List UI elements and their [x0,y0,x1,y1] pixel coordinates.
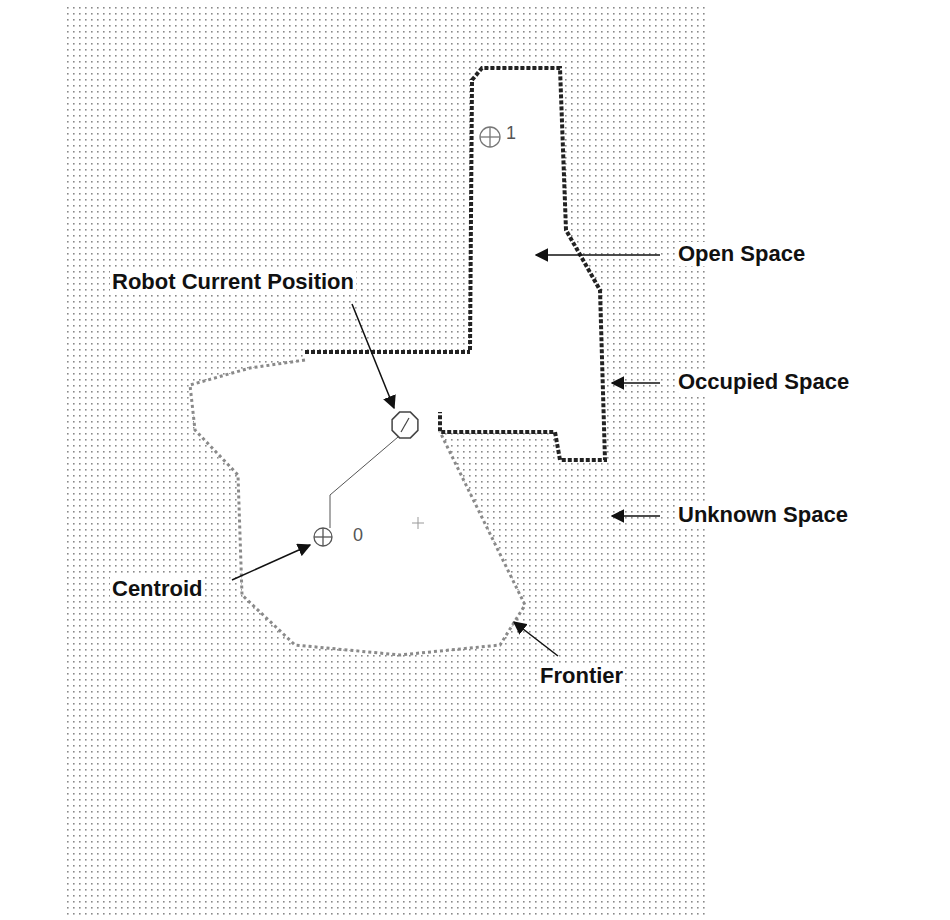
open-space-region [190,70,605,655]
callout-label: Robot Current Position [110,270,356,294]
robot-path-line [330,437,398,528]
leader-arrows [232,255,660,656]
callout-label: Centroid [110,577,204,601]
frontier-boundary [190,360,525,655]
small-cross [412,517,424,529]
callout-label: Frontier [538,664,625,688]
robot-heading [401,418,409,432]
callout-label: Unknown Space [676,503,850,527]
callout-label: Open Space [676,242,807,266]
centroid-symbol [314,528,332,546]
occupied-wall [440,68,605,460]
centroid-number: 1 [505,124,517,144]
occupied-wall [305,350,470,354]
centroid-symbol [480,127,500,147]
centroid-number: 0 [352,526,364,546]
callout-label: Occupied Space [676,370,851,394]
unknown-space-grid [65,5,707,917]
robot-octagon [392,412,418,438]
